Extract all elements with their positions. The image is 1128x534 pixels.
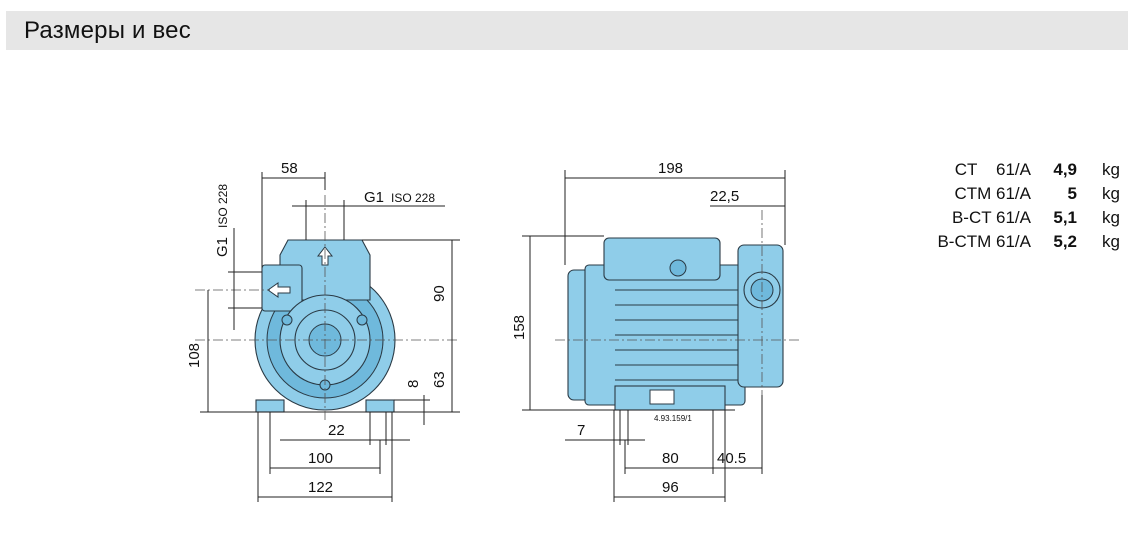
- weight-value: 5: [1067, 184, 1077, 203]
- weight-value: 5,1: [1053, 208, 1077, 227]
- weight-unit: kg: [1102, 184, 1120, 203]
- dim-90: 90: [431, 285, 448, 302]
- page-title: Размеры и вес: [24, 17, 191, 44]
- dim-8: 8: [405, 380, 422, 388]
- weight-model: CTM 61/A: [954, 184, 1031, 203]
- dim-80: 80: [662, 450, 679, 467]
- dim-22-5: 22,5: [710, 188, 739, 205]
- cable-gland: [669, 259, 687, 277]
- weight-row: B-CTM 61/A 5,2 kg: [905, 230, 1120, 254]
- dim-108: 108: [186, 343, 203, 368]
- weight-model: CT 61/A: [954, 160, 1031, 179]
- dim-100: 100: [308, 450, 333, 467]
- weight-model: B-CT 61/A: [951, 208, 1031, 227]
- weight-unit: kg: [1102, 160, 1120, 179]
- inlet-thread-std: ISO 228: [216, 184, 230, 228]
- weights-table: CT 61/A 4,9 kg CTM 61/A 5 kg B-CT 61/A 5…: [905, 158, 1120, 254]
- weight-unit: kg: [1102, 208, 1120, 227]
- bolt: [281, 314, 293, 326]
- dim-198: 198: [658, 160, 683, 177]
- bolt: [356, 314, 368, 326]
- front-view: 58 G1 ISO 228 G1 ISO 228 108 90 63 8: [186, 160, 460, 502]
- outlet-thread-label: G1: [364, 189, 384, 206]
- foot-left: [255, 399, 285, 413]
- outlet-thread-std: ISO 228: [391, 191, 435, 205]
- foot-right: [365, 399, 395, 413]
- dim-122: 122: [308, 479, 333, 496]
- inlet-arrow-icon: [267, 282, 291, 298]
- dim-158: 158: [511, 315, 528, 340]
- pump-body: [737, 244, 784, 388]
- dim-63: 63: [431, 371, 448, 388]
- weight-row: CT 61/A 4,9 kg: [905, 158, 1120, 182]
- inlet-thread-label: G1: [214, 237, 231, 257]
- weight-row: CTM 61/A 5 kg: [905, 182, 1120, 206]
- plate-code: 4.93.159/1: [654, 414, 692, 423]
- section-header: Размеры и вес: [6, 11, 1128, 50]
- dim-22: 22: [328, 422, 345, 439]
- dim-58: 58: [281, 160, 298, 177]
- weight-model: B-CTM 61/A: [937, 232, 1031, 251]
- side-view: 4.93.159/1 198 22,5 158 7 80 40.5: [511, 160, 800, 502]
- weight-value: 4,9: [1053, 160, 1077, 179]
- ground-symbol-icon: [649, 389, 675, 405]
- terminal-box: [603, 237, 721, 281]
- weight-value: 5,2: [1053, 232, 1077, 251]
- weight-unit: kg: [1102, 232, 1120, 251]
- weight-row: B-CT 61/A 5,1 kg: [905, 206, 1120, 230]
- dim-7: 7: [577, 422, 585, 439]
- dim-40-5: 40.5: [717, 450, 746, 467]
- dim-96: 96: [662, 479, 679, 496]
